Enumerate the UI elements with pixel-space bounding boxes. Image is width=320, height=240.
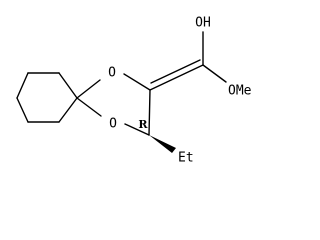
ethyl-label: Et	[178, 151, 194, 166]
ring-bond	[58, 72, 78, 99]
ring-bond	[58, 97, 78, 123]
hydroxyl-label: OH	[195, 16, 211, 31]
ring-oxygen-bottom-label: O	[109, 117, 117, 132]
c-o-bond	[124, 123, 150, 136]
c-ome-bond	[202, 64, 227, 83]
stereo-wedge-bond	[149, 135, 176, 153]
double-bond-line	[150, 59, 201, 84]
stereo-descriptor-label: R	[138, 118, 148, 131]
ring-bond	[16, 97, 29, 123]
spiro-o-bond	[76, 97, 102, 117]
c-c-bond	[148, 89, 151, 136]
double-bond-line	[149, 64, 204, 91]
methoxy-label: OMe	[228, 84, 252, 99]
ring-bond	[16, 72, 29, 99]
exocyclic-double-bond	[149, 59, 204, 91]
ring-oxygen-top-label: O	[108, 66, 116, 81]
spiro-o-bond	[76, 79, 101, 99]
molecule-structure-diagram: O O OH OMe Et R	[16, 16, 252, 166]
dioxolane-ring	[76, 73, 151, 136]
cyclopentane-ring	[16, 72, 78, 123]
structure-canvas: O O OH OMe Et R	[16, 16, 252, 166]
o-c-bond	[123, 73, 151, 91]
